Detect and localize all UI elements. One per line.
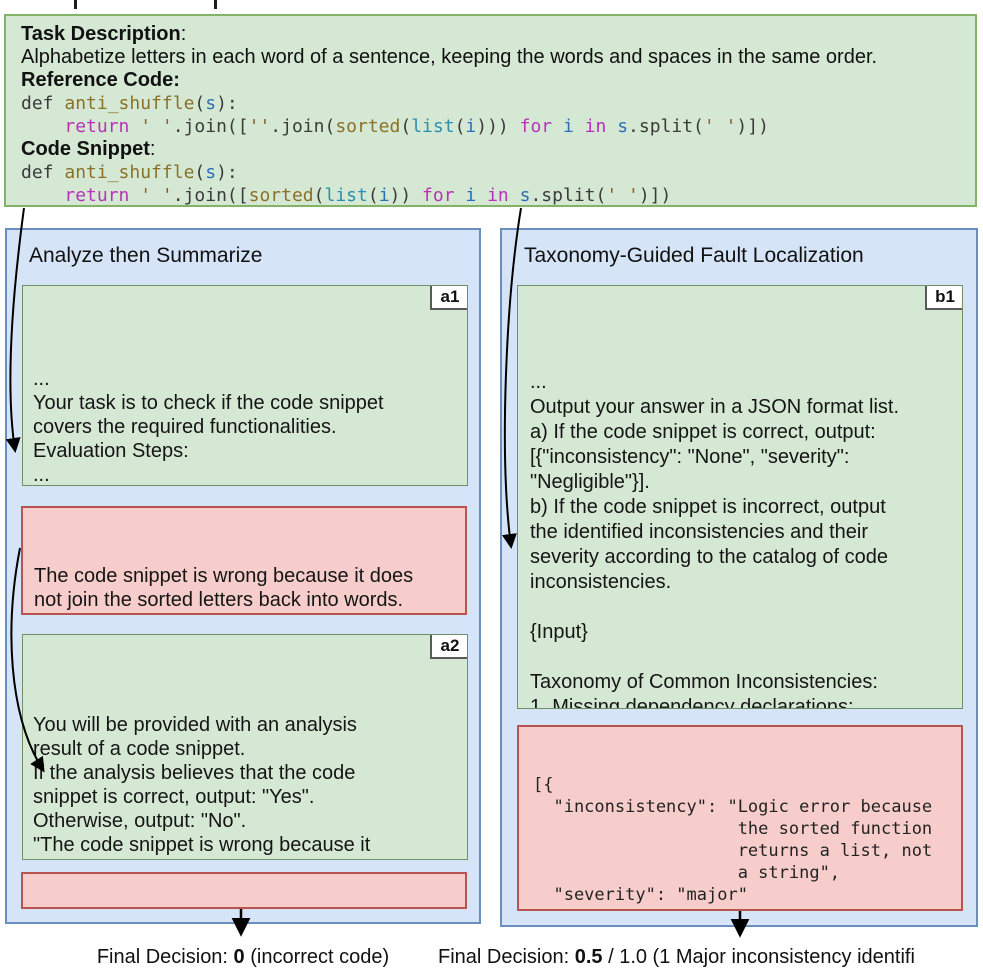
prompt-a2-text: You will be provided with an analysis re… [33,714,387,859]
task-input-box: Task Description: Alphabetize letters in… [4,14,977,207]
cropped-text-remnant [214,0,217,9]
code-snippet-line: def anti_shuffle(s): [21,162,238,183]
prompt-tag-a2: a2 [430,635,467,659]
prompt-box-b1: b1 ... Output your answer in a JSON form… [517,285,963,709]
reference-code-line: return ' '.join([''.join(sorted(list(i))… [64,116,769,137]
reference-code-label: Reference Code: [21,69,180,91]
panel-taxonomy-fault-localization: Taxonomy-Guided Fault Localization b1 ..… [500,228,978,927]
analysis-response-text: The code snippet is wrong because it doe… [34,565,414,611]
code-snippet-line: return ' '.join([sorted(list(i)) for i i… [64,185,672,206]
cropped-text-remnant [74,0,77,9]
task-description-label: Task Description: [21,23,187,45]
json-response-text: [{ "inconsistency": "Logic error because… [533,775,933,909]
prompt-tag-a1: a1 [430,286,467,310]
panel-right-title: Taxonomy-Guided Fault Localization [524,244,864,267]
panel-analyze-summarize: Analyze then Summarize a1 ... Your task … [5,228,481,924]
response-box-no: No [21,872,467,909]
task-description-text: Alphabetize letters in each word of a se… [21,46,878,68]
final-decision-left: Final Decision: 0 (incorrect code) [96,946,390,968]
prompt-box-a2: a2 You will be provided with an analysis… [22,634,468,860]
response-box-json: [{ "inconsistency": "Logic error because… [517,725,963,911]
response-box-analysis: The code snippet is wrong because it doe… [21,506,467,615]
prompt-a1-text: ... Your task is to check if the code sn… [33,368,384,486]
code-snippet-label: Code Snippet: [21,138,156,160]
final-decision-right: Final Decision: 0.5 / 1.0 (1 Major incon… [438,946,915,968]
panel-left-title: Analyze then Summarize [29,244,263,267]
reference-code-line: def anti_shuffle(s): [21,93,238,114]
prompt-b1-text: ... Output your answer in a JSON format … [530,371,900,709]
prompt-tag-b1: b1 [925,286,962,310]
prompt-box-a1: a1 ... Your task is to check if the code… [22,285,468,486]
